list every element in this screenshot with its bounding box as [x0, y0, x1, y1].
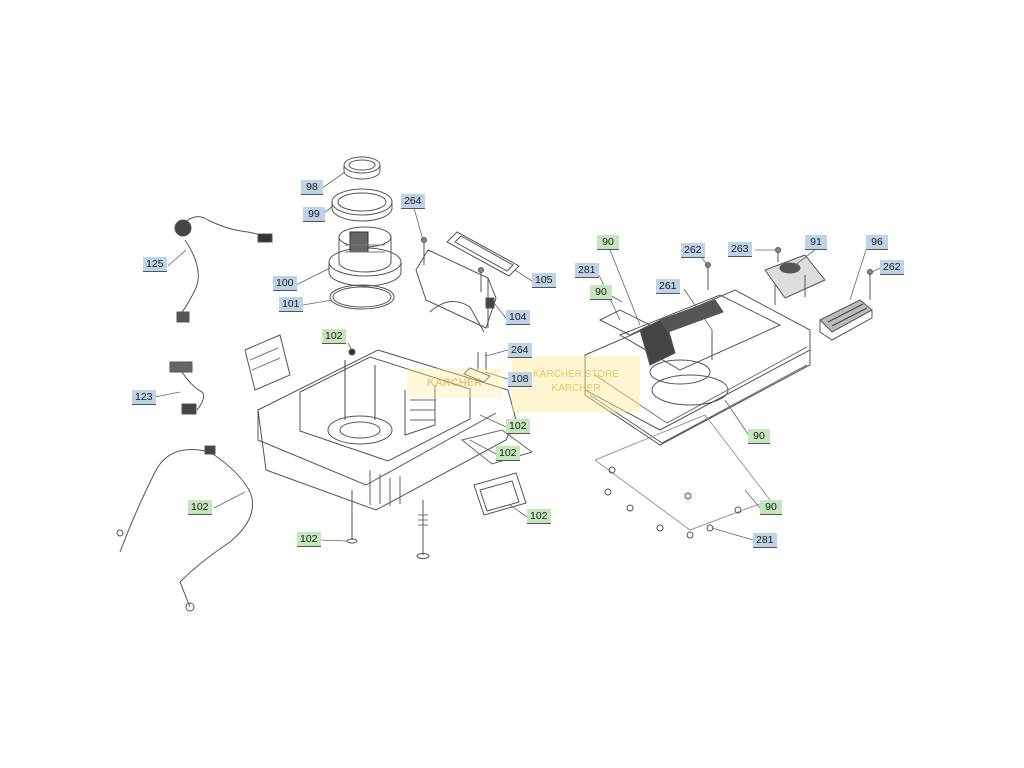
callout-90-bottom: 90	[760, 500, 782, 515]
callout-102-grille-top: 102	[496, 446, 520, 461]
bracket-part	[764, 254, 826, 305]
callout-281-bottom: 281	[753, 533, 777, 548]
screw-part	[421, 237, 484, 292]
callout-96: 96	[866, 235, 888, 250]
callout-261: 261	[656, 279, 680, 294]
screw-part-right	[705, 247, 873, 360]
store-watermark: KÄRCHER STORE KARCHER	[512, 356, 640, 412]
callout-98: 98	[301, 180, 323, 195]
callout-102-grille: 102	[527, 509, 551, 524]
callout-101: 101	[279, 297, 303, 312]
seal-ring-part	[343, 156, 381, 180]
callout-102-bolt: 102	[297, 532, 321, 547]
grille-part	[460, 429, 534, 516]
ground-cable-part	[116, 445, 253, 612]
callout-90-left: 90	[590, 285, 612, 300]
seal-frame-part	[446, 231, 520, 277]
wire-harness-part	[174, 216, 273, 323]
callout-263: 263	[728, 242, 752, 257]
callout-90-mid: 90	[748, 429, 770, 444]
motor-part	[328, 226, 402, 287]
leader-lines	[154, 171, 881, 542]
long-bolt-part	[346, 490, 430, 559]
callout-264-top: 264	[401, 194, 425, 209]
callout-102-housing: 102	[506, 419, 530, 434]
callout-102-cable: 102	[188, 500, 212, 515]
callout-108: 108	[508, 372, 532, 387]
callout-90-top: 90	[597, 235, 619, 250]
watermark-sub-line: KARCHER	[551, 383, 601, 394]
watermark-small: KÄRCHER	[407, 368, 502, 398]
washer-part	[348, 348, 491, 383]
connector-part	[169, 361, 205, 415]
left-base-housing	[244, 334, 517, 511]
callout-102-washer: 102	[322, 329, 346, 344]
callout-105: 105	[532, 273, 556, 288]
watermark-brand-line: KÄRCHER STORE	[533, 369, 619, 380]
callout-100: 100	[273, 276, 297, 291]
motor-cover-part	[331, 188, 393, 222]
callout-125: 125	[143, 257, 167, 272]
callout-264-mid: 264	[508, 343, 532, 358]
callout-99: 99	[303, 207, 325, 222]
callout-123: 123	[132, 390, 156, 405]
gasket-ring-part	[329, 284, 395, 310]
callout-262-left: 262	[681, 243, 705, 258]
callout-104: 104	[506, 310, 530, 325]
callout-262-right: 262	[880, 260, 904, 275]
right-top-housing	[584, 289, 811, 446]
callout-91: 91	[805, 235, 827, 250]
callout-281-top: 281	[575, 263, 599, 278]
vent-grille-part	[819, 299, 873, 341]
